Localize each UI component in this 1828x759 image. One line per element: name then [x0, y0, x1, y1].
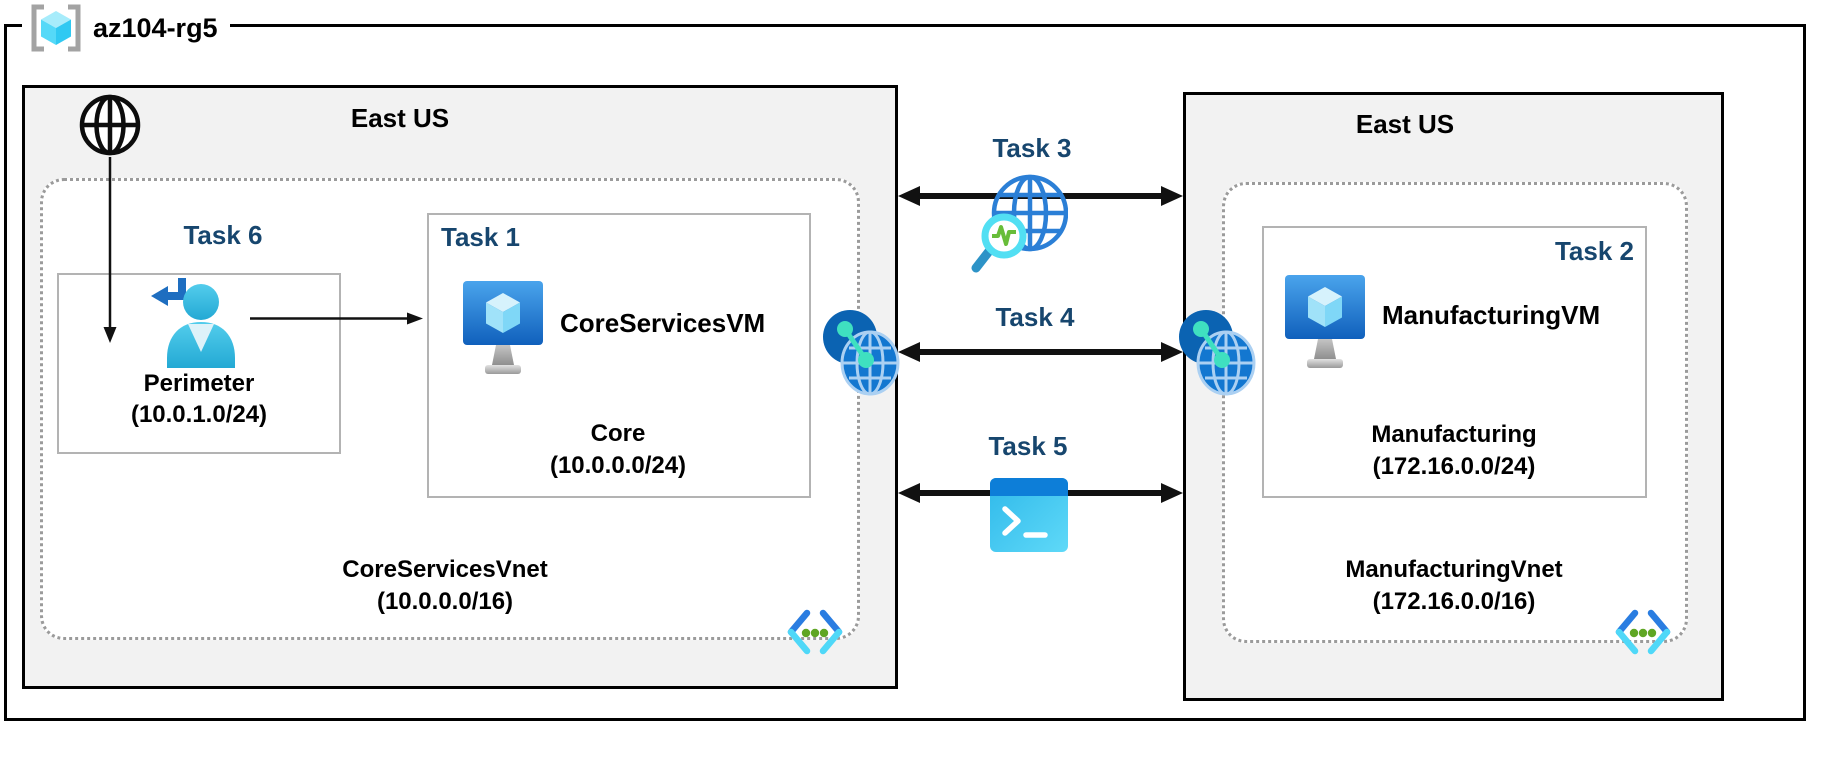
core-subnet-cidr: (10.0.0.0/24): [549, 452, 687, 479]
vnet-code-brackets-icon: [1615, 609, 1671, 655]
core-vnet-cidr: (10.0.0.0/16): [376, 588, 514, 615]
user-signin-icon: [151, 278, 235, 368]
cloud-shell-icon: [990, 478, 1068, 552]
network-watcher-icon: [971, 174, 1068, 273]
core-subnet-name: Core: [590, 420, 646, 447]
resource-group-frame: [4, 24, 1806, 721]
manufacturing-subnet-cidr: (172.16.0.0/24): [1372, 453, 1536, 480]
resource-group-header: az104-rg5: [22, 2, 230, 54]
resource-group-name: az104-rg5: [93, 12, 218, 43]
task1-label: Task 1: [441, 222, 521, 252]
internet-globe-icon: [79, 94, 141, 156]
core-vnet-name: CoreServicesVnet: [342, 556, 548, 583]
task6-label: Task 6: [183, 220, 263, 250]
manufacturing-vm-name: ManufacturingVM: [1382, 300, 1601, 330]
vnet-peering-icon: [1179, 310, 1256, 396]
vm-icon: [1285, 275, 1365, 368]
core-vm-name: CoreServicesVM: [560, 308, 766, 338]
task5-label: Task 5: [988, 431, 1068, 461]
vnet-peering-icon: [823, 310, 900, 396]
task3-label: Task 3: [992, 133, 1072, 163]
resource-group-icon: [31, 4, 81, 52]
task4-label: Task 4: [995, 302, 1075, 332]
perimeter-subnet-name: Perimeter: [143, 370, 255, 397]
vnet-code-brackets-icon: [787, 609, 843, 655]
vm-icon: [463, 281, 543, 374]
left-region-title: East US: [350, 103, 450, 133]
task2-label: Task 2: [1554, 236, 1634, 266]
manufacturing-subnet-name: Manufacturing: [1371, 421, 1537, 448]
right-region-title: East US: [1355, 109, 1455, 139]
manufacturing-vnet-name: ManufacturingVnet: [1345, 556, 1563, 583]
task1-core-box: [427, 213, 811, 498]
perimeter-subnet-cidr: (10.0.1.0/24): [130, 401, 268, 428]
manufacturing-vnet-cidr: (172.16.0.0/16): [1372, 588, 1536, 615]
